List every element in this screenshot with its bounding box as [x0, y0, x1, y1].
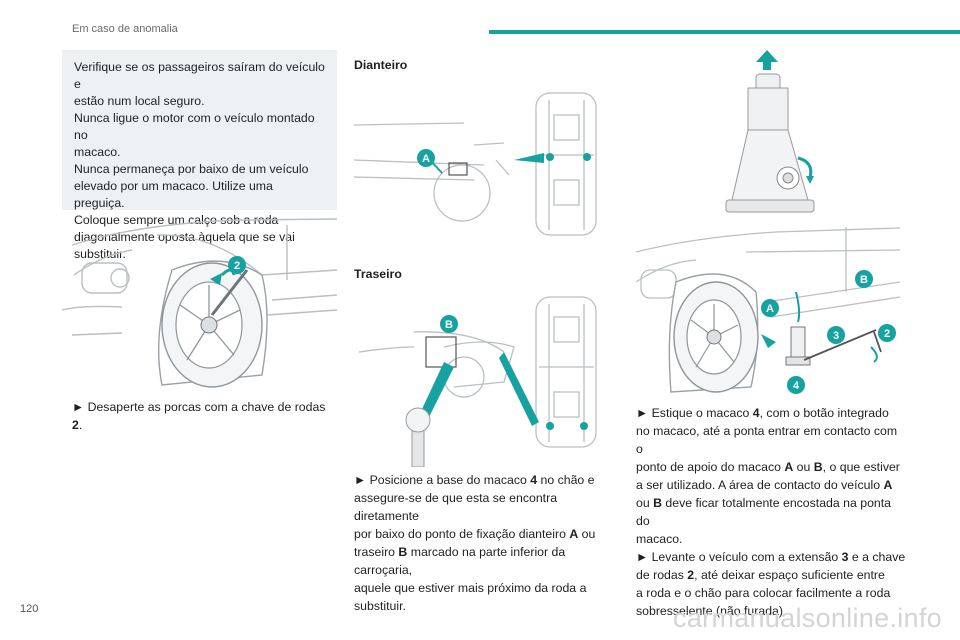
warning-line: Nunca ligue o motor com o veículo montad…: [74, 111, 315, 142]
badge-4: 4: [793, 380, 800, 392]
badge-2: 2: [234, 260, 240, 272]
warning-box: Verifique se os passageiros saíram do ve…: [62, 50, 337, 261]
rear-title: Traseiro: [354, 267, 402, 281]
warning-line: estão num local seguro.: [74, 94, 205, 108]
warning-line: Coloque sempre um calço sob a roda: [74, 213, 279, 227]
warning-line: Nunca permaneça por baixo de um veículo: [74, 162, 309, 176]
badge-A: A: [422, 153, 430, 165]
left-caption: ► Desaperte as porcas com a chave de rod…: [72, 400, 326, 432]
badge-A: A: [766, 303, 774, 315]
badge-B: B: [445, 319, 453, 331]
wheel-nut-illustration: 2: [62, 215, 337, 390]
warning-line: Verifique se os passageiros saíram do ve…: [74, 60, 325, 91]
rear-jack-point-illustration: B: [354, 292, 622, 467]
warning-line: substituir.: [74, 247, 126, 261]
front-jack-point-illustration: A: [354, 85, 622, 240]
badge-B: B: [860, 274, 868, 286]
badge-2: 2: [884, 328, 890, 340]
header-title: Em caso de anomalia: [72, 23, 178, 35]
right-caption: ► Estique o macaco 4, com o botão integr…: [636, 406, 906, 618]
warning-line: macaco.: [74, 145, 121, 159]
jack-illustration: [722, 50, 822, 215]
warning-line: elevado por um macaco. Utilize uma pregu…: [74, 179, 273, 210]
watermark: carmanualsonline.info: [673, 603, 942, 633]
header-accent-bar: [489, 30, 960, 34]
front-title: Dianteiro: [354, 58, 408, 72]
middle-caption: ► Posicione a base do macaco 4 no chão e…: [354, 473, 596, 613]
arrow-marker: ►: [72, 400, 85, 414]
raising-vehicle-illustration: B A 3 2 4: [636, 222, 900, 397]
page-number: 120: [20, 603, 39, 615]
badge-3: 3: [833, 330, 839, 342]
